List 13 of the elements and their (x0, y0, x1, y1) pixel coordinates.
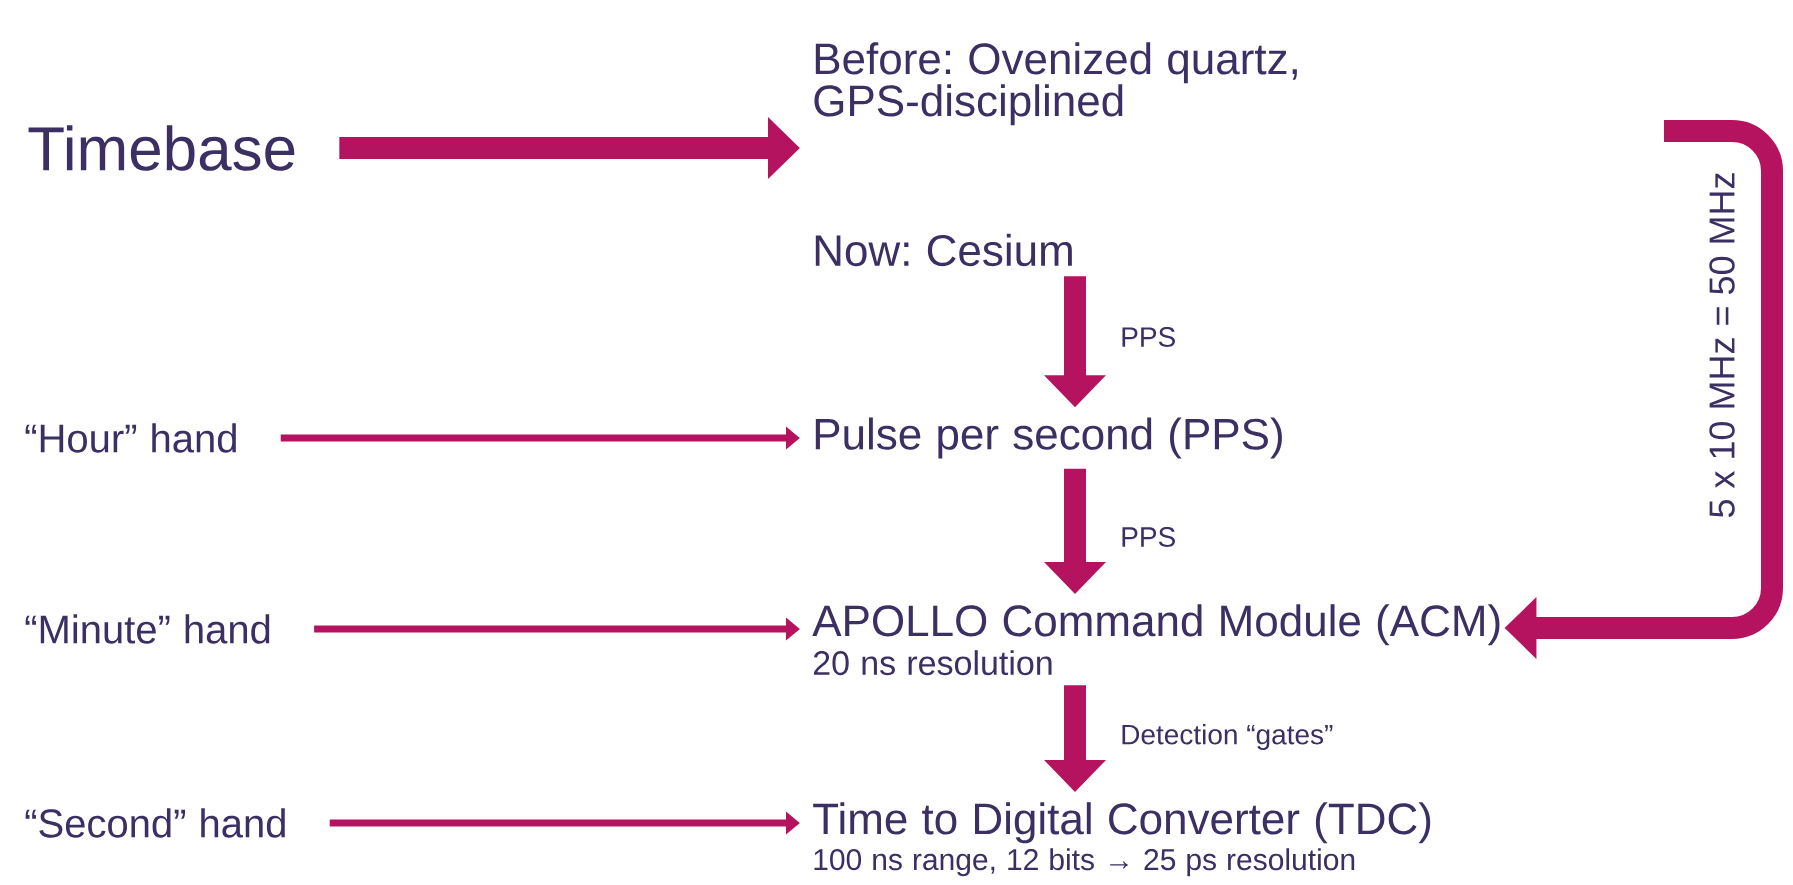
edge-label: 5 x 10 MHz = 50 MHz (1707, 169, 1737, 521)
step-text: Pulse per second (PPS) (815, 417, 1282, 459)
edge-label: PPS (1118, 325, 1179, 349)
heading-text: Timebase (28, 125, 295, 171)
edge-label: PPS (1118, 525, 1179, 549)
row-label: “Second” hand (25, 808, 285, 838)
step-text: Now: Cesium (815, 233, 1072, 267)
step-text: Time to Digital Converter (TDC) 100 ns range, 12 bits → 25 ps resolution (813, 802, 1431, 877)
row-label: “Minute” hand (25, 614, 270, 644)
edge-label: Detection “gates” (1118, 721, 1336, 753)
step-text: Before: Ovenized quartz, GPS-disciplined (814, 42, 1297, 126)
row-label: “Hour” hand (25, 423, 236, 453)
step-text: APOLLO Command Module (ACM) 20 ns resolution (812, 604, 1500, 676)
